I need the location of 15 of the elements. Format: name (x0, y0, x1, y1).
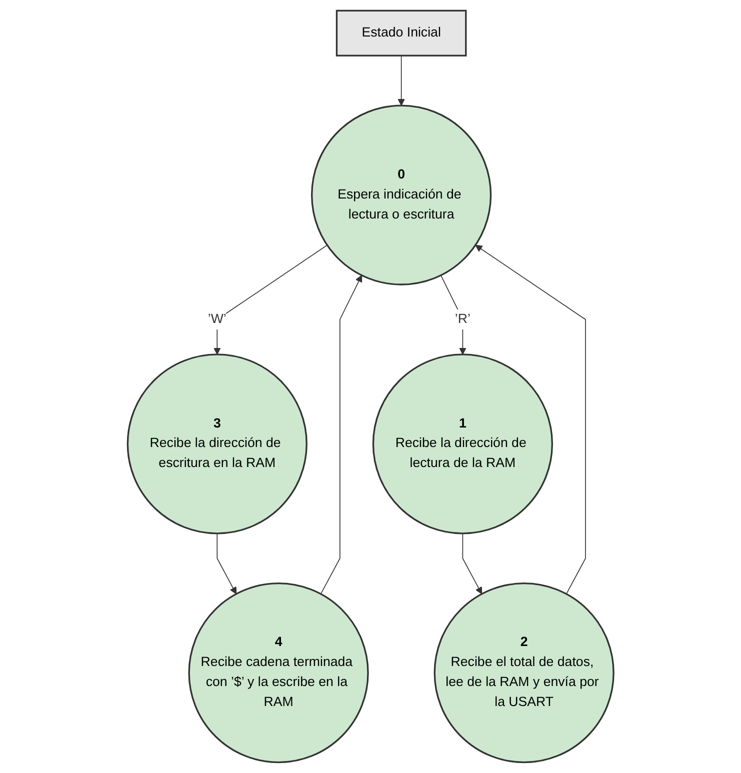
node-circle: 0 Espera indicación de lectura o escritura (310, 104, 492, 286)
node-circle: 4 Recibe cadena terminada con ’$’ y la escribe en la RAM (188, 582, 369, 764)
arrow (440, 274, 466, 355)
arrow (320, 274, 362, 594)
node-box: Estado Inicial (336, 10, 467, 56)
node-circle: 3 Recibe la dirección de escritura en la RAM (126, 354, 308, 534)
node-circle: 2 Recibe el total de datos, lee de la RAM y envía por la USART (434, 582, 614, 764)
node-circle: 1 Recibe la dirección de lectura de la RAM (372, 354, 553, 534)
arrow (216, 533, 236, 594)
arrow (398, 55, 405, 106)
arrow (462, 533, 482, 594)
arrow (213, 244, 328, 355)
edge-label: ’W’ (208, 312, 226, 326)
edge-label: ’R’ (454, 312, 470, 326)
arrow (475, 244, 586, 594)
